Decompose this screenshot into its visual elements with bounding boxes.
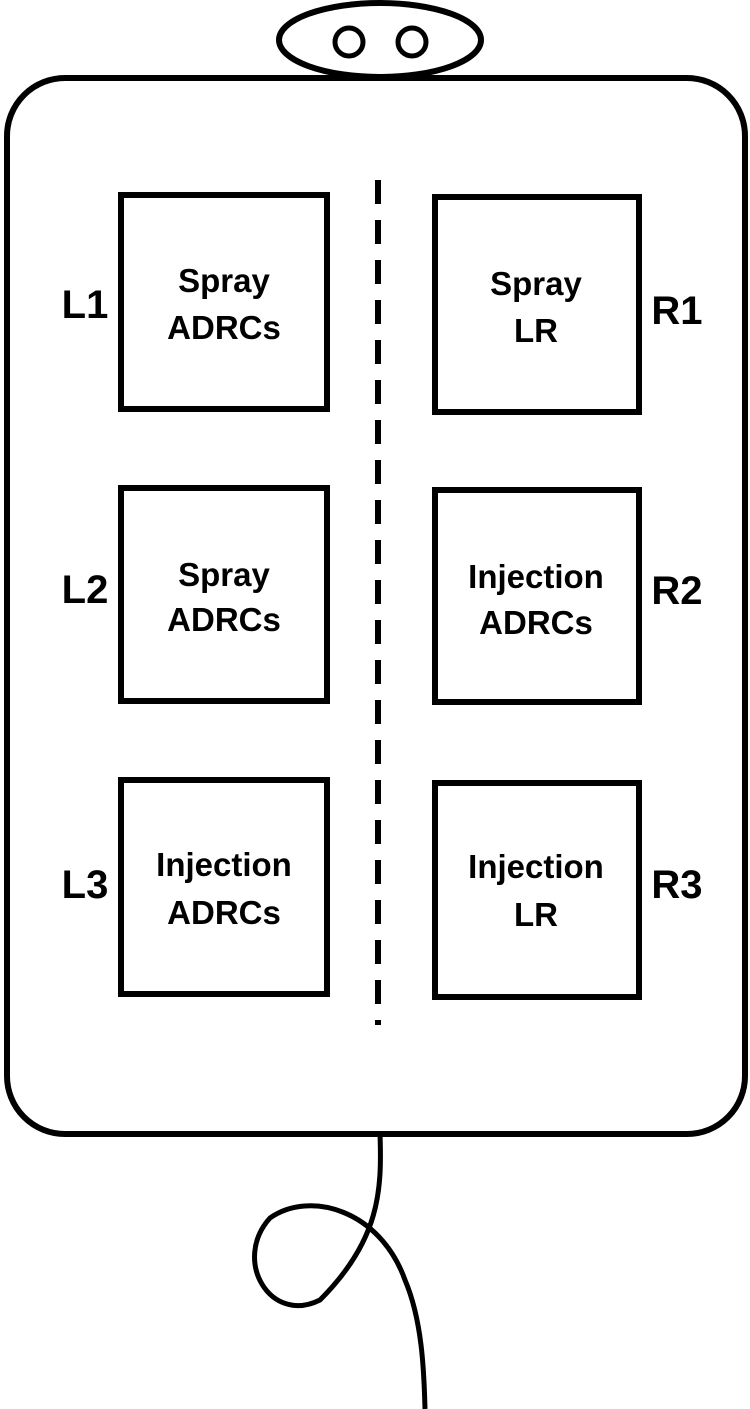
treatment-method: Spray xyxy=(490,265,582,302)
site-id: L3 xyxy=(62,863,109,907)
hanger-hole-left xyxy=(332,25,366,59)
site-box xyxy=(118,777,330,997)
site-box xyxy=(118,192,330,412)
treatment-agent: LR xyxy=(514,312,558,349)
treatment-method: Spray xyxy=(178,262,270,299)
site-R1: R1 Spray LR xyxy=(432,194,703,415)
site-L3: L3 Injection ADRCs xyxy=(62,777,330,997)
site-R3: R3 Injection LR xyxy=(432,780,703,1000)
site-id: R3 xyxy=(651,863,702,907)
site-id: R2 xyxy=(651,569,702,613)
site-box xyxy=(432,194,642,415)
treatment-agent: LR xyxy=(514,896,558,933)
hanger-ring xyxy=(276,0,484,80)
treatment-method: Injection xyxy=(468,848,604,885)
hanger-hole-right xyxy=(395,25,429,59)
site-L1: L1 Spray ADRCs xyxy=(62,192,330,412)
site-id: L2 xyxy=(62,568,109,612)
hanger xyxy=(276,0,484,80)
treatment-method: Injection xyxy=(156,846,292,883)
tube xyxy=(252,1133,428,1409)
treatment-agent: ADRCs xyxy=(479,604,593,641)
site-L2: L2 Spray ADRCs xyxy=(62,485,330,704)
treatment-agent: ADRCs xyxy=(167,309,281,346)
site-R2: R2 Injection ADRCs xyxy=(432,487,703,705)
site-box xyxy=(118,485,330,704)
treatment-agent: ADRCs xyxy=(167,601,281,638)
treatment-method: Injection xyxy=(468,558,604,595)
site-id: L1 xyxy=(62,283,109,327)
site-box xyxy=(432,780,642,1000)
site-id: R1 xyxy=(651,289,702,333)
treatment-agent: ADRCs xyxy=(167,894,281,931)
treatment-method: Spray xyxy=(178,556,270,593)
site-box xyxy=(432,487,642,705)
